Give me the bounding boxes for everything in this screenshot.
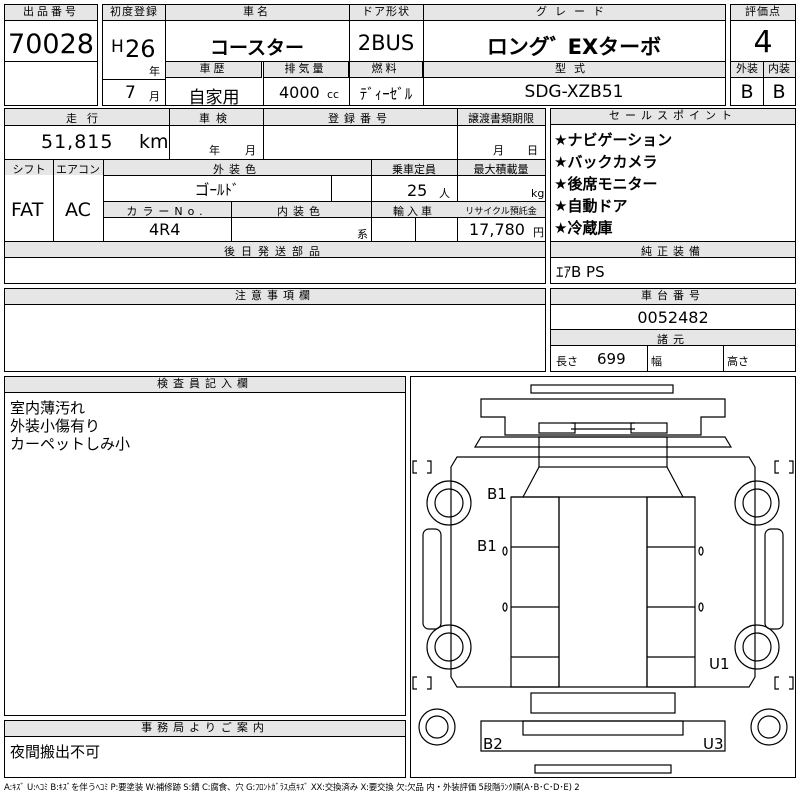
- model: SDG-XZB51: [524, 82, 624, 102]
- transfer-day-unit: 日: [527, 144, 538, 157]
- color-no-header: カラーNo.: [126, 205, 208, 218]
- exterior-grade: B: [740, 81, 754, 103]
- damage-mark-u1: U1: [709, 655, 730, 673]
- inspector-header: 検査員記入欄: [5, 377, 405, 393]
- vehicle-info-section: 初度登録 車名 ドア形状 グレード H 26 年 7 月 コースター 2BUS …: [102, 4, 726, 108]
- color-no: 4R4: [149, 220, 181, 239]
- lot-number: 70028: [8, 29, 94, 60]
- car-name: コースター: [209, 37, 305, 59]
- displacement-header: 排気量: [263, 62, 349, 78]
- recycle-header: リサイクル預託金: [465, 207, 537, 217]
- chassis-section: 車台番号 0052482 諸元 長さ 699 幅 高さ: [550, 288, 796, 372]
- details-section: 走行 車検 登録番号 譲渡書類期限 51,815 km 年 月 月 日 シフト …: [4, 108, 546, 284]
- length: 699: [597, 350, 626, 368]
- car-name-header: 車名: [165, 5, 349, 21]
- reg-year: 26: [125, 35, 156, 63]
- interior-color-header: 内装色: [277, 205, 325, 218]
- inspection-year-unit: 年: [209, 144, 220, 157]
- fuel: ﾃﾞｨｰｾﾞﾙ: [359, 85, 413, 103]
- damage-mark-b2: B2: [483, 735, 503, 753]
- office-header: 事務局よりご案内: [5, 721, 405, 737]
- interior-header: 内装: [763, 62, 795, 78]
- damage-mark-b1-front: B1: [487, 485, 507, 503]
- max-load-unit: kg: [531, 187, 545, 200]
- score-header: 評価点: [731, 5, 795, 21]
- mileage: 51,815: [41, 131, 114, 153]
- length-label: 長さ: [556, 355, 578, 368]
- inspector-section: 検査員記入欄 室内薄汚れ 外装小傷有り カーペットしみ小: [4, 376, 406, 716]
- recycle: 17,780: [469, 220, 525, 239]
- reg-number-header: 登録番号: [328, 112, 392, 125]
- inspection-month-unit: 月: [245, 144, 256, 157]
- capacity-unit: 人: [439, 187, 450, 200]
- selling-point-4: ★自動ドア: [554, 197, 628, 215]
- door-type: 2BUS: [357, 31, 415, 55]
- chassis-number: 0052482: [637, 308, 709, 327]
- mileage-unit: km: [139, 131, 169, 153]
- car-outline-diagram: [412, 384, 794, 774]
- specs-header: 諸元: [657, 333, 689, 346]
- shift: FAT: [11, 199, 44, 221]
- selling-points-header: セールスポイント: [551, 109, 795, 125]
- selling-point-5: ★冷蔵庫: [554, 219, 613, 237]
- lot-number-section: 出品番号 70028: [4, 4, 98, 106]
- fuel-header: 燃料: [349, 62, 423, 78]
- first-reg-header: 初度登録: [103, 5, 165, 21]
- inspection-header: 車検: [199, 112, 233, 125]
- legend: A:ｷｽﾞ U:ﾍｺﾐ B:ｷｽﾞを伴うﾍｺﾐ P:要塗装 W:補修跡 S:錆 …: [4, 783, 580, 793]
- score: 4: [753, 25, 773, 60]
- selling-point-2: ★バックカメラ: [554, 153, 658, 171]
- transfer-doc-header: 譲渡書類期限: [468, 112, 534, 125]
- reg-month: 7: [125, 83, 136, 103]
- shift-header: シフト: [12, 163, 46, 176]
- transfer-month-unit: 月: [493, 144, 504, 157]
- ac-header: エアコン: [56, 163, 100, 176]
- inspector-note-2: 外装小傷有り: [10, 417, 101, 435]
- max-load-header: 最大積載量: [473, 163, 529, 176]
- office-note: 夜間搬出不可: [10, 743, 101, 761]
- grade: ロングﾞ EXターボ: [486, 35, 662, 59]
- ac: AC: [65, 199, 91, 221]
- recycle-unit: 円: [533, 226, 544, 239]
- interior-grade: B: [772, 81, 786, 103]
- damage-mark-u3: U3: [703, 735, 724, 753]
- month-unit: 月: [149, 90, 160, 103]
- later-parts-header: 後日発送部品: [224, 245, 326, 258]
- era: H: [111, 37, 124, 57]
- selling-points-section: セールスポイント ★ナビゲーション ★バックカメラ ★後席モニター ★自動ドア …: [550, 108, 796, 284]
- import-header: 輸入車: [393, 205, 435, 218]
- lot-number-header: 出品番号: [5, 5, 97, 21]
- mileage-header: 走行: [66, 112, 108, 125]
- selling-point-3: ★後席モニター: [554, 175, 658, 193]
- grade-header: グレード: [423, 5, 725, 21]
- exterior-header: 外装: [731, 62, 763, 78]
- height-label: 高さ: [727, 355, 749, 368]
- caution-section: 注意事項欄: [4, 288, 546, 372]
- equipment-header: 純正装備: [641, 245, 705, 258]
- capacity: 25: [407, 181, 428, 200]
- chassis-header: 車台番号: [551, 289, 795, 305]
- capacity-header: 乗車定員: [392, 163, 436, 176]
- damage-mark-b1-side: B1: [477, 537, 497, 555]
- displacement-unit: cc: [327, 88, 340, 101]
- history-header: 車歴: [166, 62, 262, 78]
- year-unit: 年: [149, 65, 160, 78]
- score-section: 評価点 4 外装 内装 B B: [730, 4, 796, 106]
- width-label: 幅: [651, 355, 662, 368]
- damage-diagram: B1 B1 U1 B2 U3: [410, 376, 796, 778]
- color: ゴｰﾙﾄﾞ: [194, 181, 240, 199]
- inspector-note-3: カーペットしみ小: [10, 435, 131, 453]
- color-header: 外装色: [213, 163, 261, 176]
- caution-header: 注意事項欄: [5, 289, 545, 305]
- door-header: ドア形状: [349, 5, 423, 21]
- model-header: 型式: [423, 62, 725, 78]
- displacement: 4000: [279, 83, 320, 102]
- history: 自家用: [188, 88, 240, 108]
- office-section: 事務局よりご案内 夜間搬出不可: [4, 720, 406, 778]
- equipment: ｴｱB PS: [556, 263, 605, 281]
- selling-point-1: ★ナビゲーション: [554, 131, 673, 149]
- interior-color-unit: 系: [357, 228, 368, 241]
- inspector-note-1: 室内薄汚れ: [10, 399, 86, 417]
